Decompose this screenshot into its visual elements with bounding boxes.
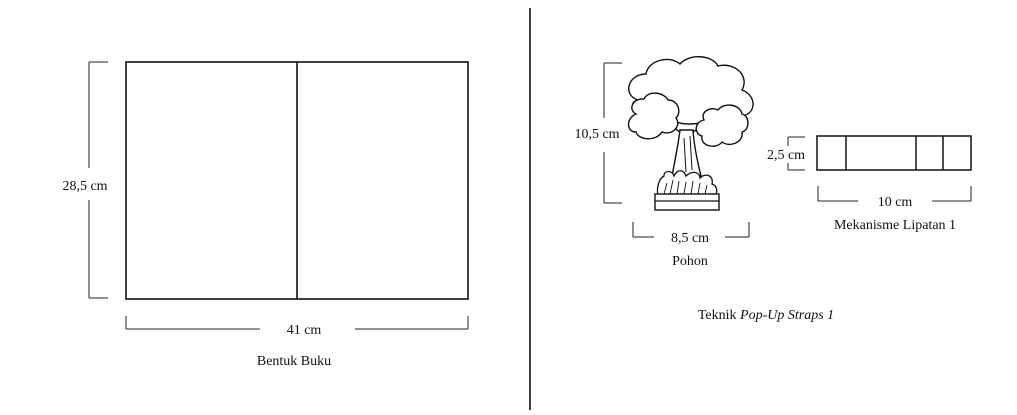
book-width-label: 41 cm [287,323,322,338]
technique-caption: Teknik Pop-Up Straps 1 [698,308,834,323]
tree-width-label: 8,5 cm [671,231,709,246]
book-height-dimension: 28,5 cm [62,61,108,299]
strap-height-dimension: 2,5 cm [767,136,805,171]
tree-height-dimension: 10,5 cm [574,62,622,204]
tree-trunk [671,129,702,177]
book-caption: Bentuk Buku [257,354,331,369]
book-diagram [125,61,469,300]
technique-italic: Pop-Up Straps 1 [739,308,834,323]
book-height-label: 28,5 cm [62,179,107,194]
strap-diagram [816,135,972,171]
strap-width-dimension: 10 cm [817,186,972,210]
tree-width-dimension: 8,5 cm [632,222,750,246]
tree-caption: Pohon [672,254,708,269]
tree-icon [627,56,754,211]
tree-left-cloud [627,92,680,140]
tree-bush [656,170,718,197]
tree-base [654,193,720,211]
strap-outline [816,135,972,171]
tree-right-cloud [695,104,749,147]
strap-width-label: 10 cm [878,195,913,210]
technique-prefix: Teknik [698,308,740,323]
strap-caption: Mekanisme Lipatan 1 [834,218,956,233]
tree-height-label: 10,5 cm [574,127,619,142]
strap-height-label: 2,5 cm [767,148,805,163]
book-width-dimension: 41 cm [125,316,469,338]
